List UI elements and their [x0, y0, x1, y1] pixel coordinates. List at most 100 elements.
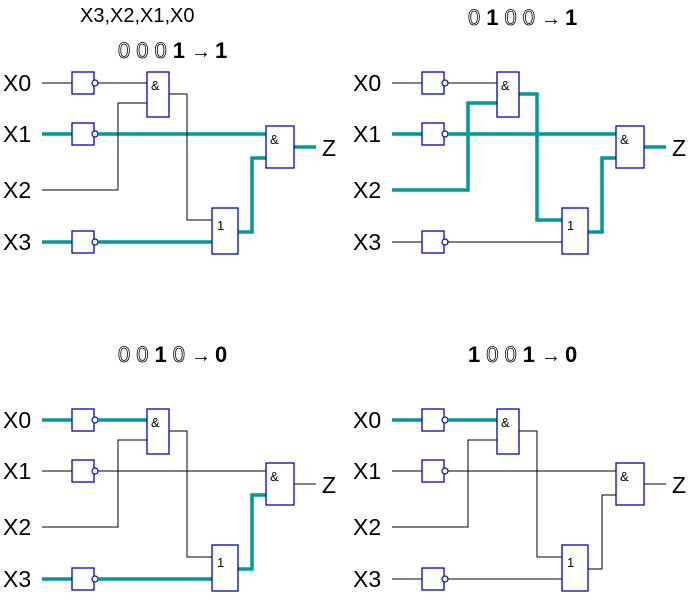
and-gate-symbol: &: [501, 415, 510, 430]
input-digit: 1: [173, 38, 185, 63]
input-label-x2: X2: [3, 177, 31, 203]
inverter-bubble: [441, 575, 449, 583]
input-label-x1: X1: [3, 458, 31, 484]
and-gate-symbol: &: [270, 469, 279, 484]
or-gate-symbol: 1: [217, 218, 224, 233]
input-digit: 0: [173, 342, 185, 367]
inverter-gate: [71, 408, 95, 432]
wire-x2-and1: [42, 439, 147, 528]
input-digit: 1: [486, 5, 498, 30]
or-gate: [211, 207, 239, 255]
input-digit: 0: [486, 342, 498, 367]
wire-or-and2: [238, 156, 266, 234]
wire-or-and2: [588, 494, 616, 570]
output-label-z: Z: [322, 135, 336, 161]
and-gate-2: [615, 462, 645, 506]
wire-and1-or: [169, 430, 212, 558]
input-label-x2: X2: [353, 177, 381, 203]
inverter-bubble: [91, 238, 99, 246]
output-label-z: Z: [322, 472, 336, 498]
input-digit: 0: [136, 342, 148, 367]
input-label-x3: X3: [353, 229, 381, 255]
input-digit: 0: [505, 5, 517, 30]
or-gate: [211, 544, 239, 592]
input-label-x3: X3: [3, 566, 31, 592]
output-label-z: Z: [672, 135, 686, 161]
input-label-x0: X0: [353, 70, 381, 96]
and-gate-symbol: &: [270, 132, 279, 147]
input-digit: 0: [505, 342, 517, 367]
inverter-gate: [71, 459, 95, 483]
inverter-bubble: [441, 467, 449, 475]
or-gate: [561, 544, 589, 592]
input-label-x2: X2: [353, 514, 381, 540]
wire-or-and2: [238, 493, 266, 571]
input-label-x3: X3: [3, 229, 31, 255]
wire-or-and2: [588, 156, 616, 234]
or-gate-symbol: 1: [567, 555, 574, 570]
and-gate-2: [265, 462, 295, 506]
result-value: 0: [565, 342, 577, 367]
result-value: 1: [565, 5, 577, 30]
inverter-gate: [71, 122, 95, 146]
and-gate-symbol: &: [620, 469, 629, 484]
input-digit: 0: [155, 38, 167, 63]
input-digit: 0: [523, 5, 535, 30]
inverter-gate: [71, 567, 95, 591]
result-value: 0: [215, 342, 227, 367]
result-value: 1: [215, 38, 227, 63]
inverter-bubble: [91, 416, 99, 424]
output-label-z: Z: [672, 472, 686, 498]
and-gate-1: [496, 71, 520, 118]
inverter-bubble: [441, 79, 449, 87]
input-digit: 1: [523, 342, 535, 367]
and-gate-symbol: &: [151, 78, 160, 93]
inverter-bubble: [91, 79, 99, 87]
inverter-bubble: [91, 130, 99, 138]
inverter-bubble: [91, 575, 99, 583]
inverter-bubble: [441, 130, 449, 138]
inverter-gate: [421, 71, 445, 95]
wire-x2-and1: [392, 101, 497, 192]
arrow-symbol: →: [541, 345, 561, 367]
inverter-gate: [71, 230, 95, 254]
input-digit: 0: [118, 38, 130, 63]
and-gate-1: [146, 408, 170, 455]
and-gate-2: [615, 125, 645, 169]
input-digit: 0: [468, 5, 480, 30]
and-gate-symbol: &: [620, 132, 629, 147]
arrow-symbol: →: [191, 41, 211, 63]
wire-and1-or: [519, 430, 562, 558]
and-gate-1: [496, 408, 520, 455]
input-label-x0: X0: [3, 70, 31, 96]
and-gate-symbol: &: [501, 78, 510, 93]
and-gate-1: [146, 71, 170, 118]
input-label-x1: X1: [353, 121, 381, 147]
input-label-x2: X2: [3, 514, 31, 540]
and-gate-symbol: &: [151, 415, 160, 430]
input-label-x0: X0: [3, 407, 31, 433]
input-label-x1: X1: [3, 121, 31, 147]
arrow-symbol: →: [191, 345, 211, 367]
and-gate-2: [265, 125, 295, 169]
inverter-bubble: [441, 238, 449, 246]
inverter-bubble: [441, 416, 449, 424]
inverter-gate: [421, 459, 445, 483]
wire-x2-and1: [42, 102, 147, 191]
inverter-gate: [71, 71, 95, 95]
inverter-gate: [421, 230, 445, 254]
input-digit: 1: [468, 342, 480, 367]
inverter-gate: [421, 408, 445, 432]
wire-and1-or: [169, 93, 212, 221]
inverter-bubble: [91, 467, 99, 475]
or-gate-symbol: 1: [567, 218, 574, 233]
wire-x2-and1: [392, 439, 497, 528]
